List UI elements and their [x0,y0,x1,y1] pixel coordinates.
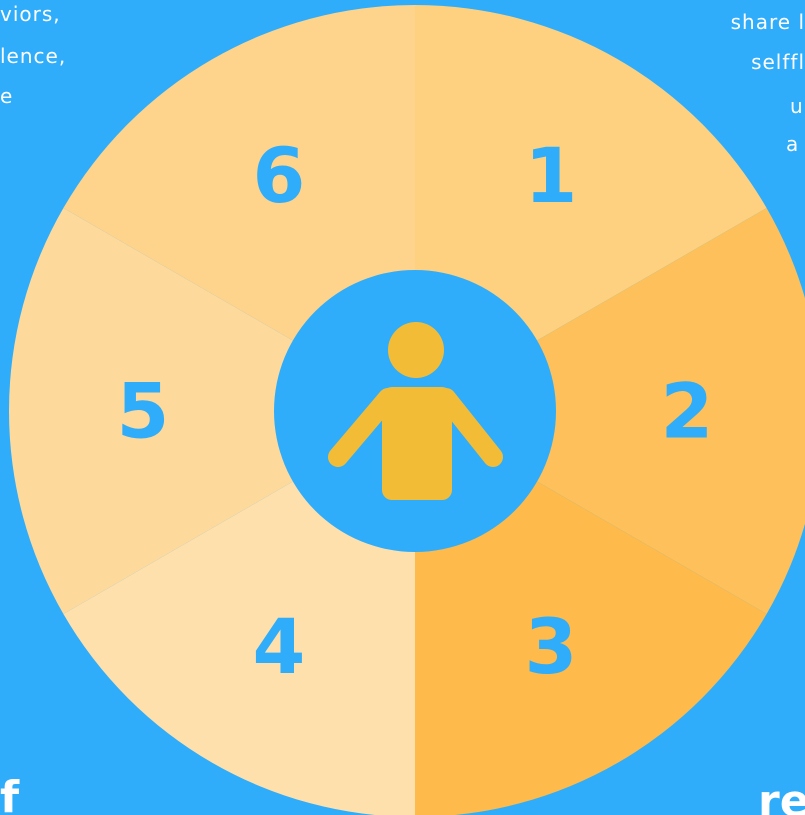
right-text-bottom: re [758,776,805,815]
left-text-line-2: lence, [0,44,67,68]
person-icon [328,322,503,500]
segment-number-3: 3 [525,602,578,691]
right-text-line-4: a [786,132,800,156]
right-text-line-1: share l [730,10,805,34]
wheel-segment-2 [415,208,805,614]
segment-number-5: 5 [117,367,170,456]
segment-number-6: 6 [253,131,306,220]
left-text-bottom: f [0,772,20,815]
wheel-labels: 1 2 3 4 5 6 [117,131,714,691]
segment-number-2: 2 [661,367,714,456]
segment-number-4: 4 [253,602,306,691]
left-text-line-1: viors, [0,2,61,26]
wheel-segment-5 [8,208,415,614]
right-text-line-3: u [790,94,804,118]
segment-number-1: 1 [525,131,578,220]
left-text-line-3: e [0,84,14,108]
right-text-line-2: selffl [751,50,805,74]
